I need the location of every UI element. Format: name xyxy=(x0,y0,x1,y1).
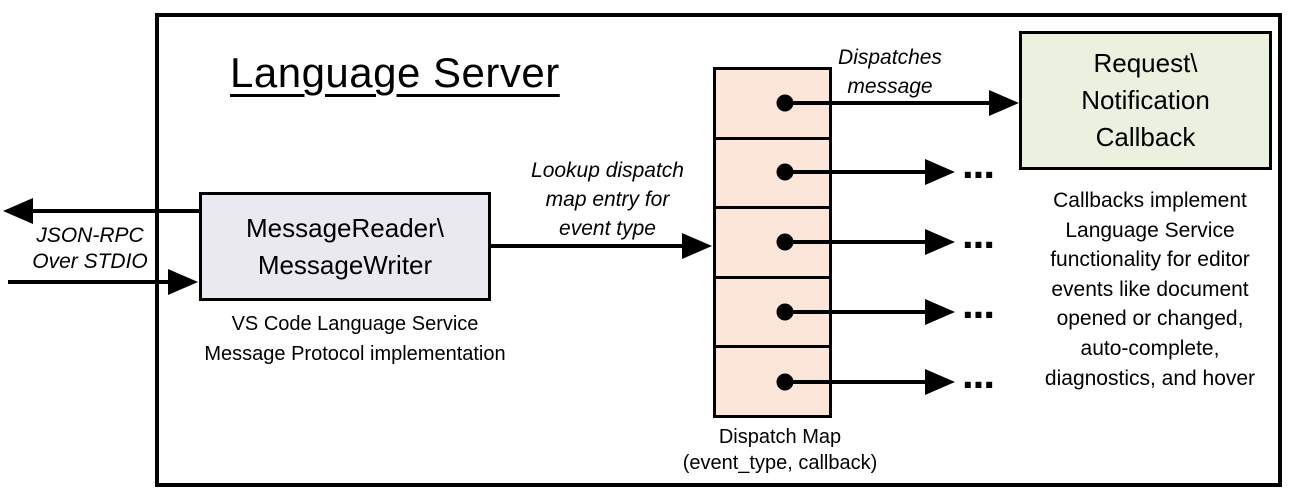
dispatch-map xyxy=(713,67,832,418)
dispatch-map-label: Dispatch Map (event_type, callback) xyxy=(682,426,878,475)
dispatch-map-cell xyxy=(716,209,829,279)
dispatch-map-cell xyxy=(716,348,829,415)
message-box-caption: VS Code Language Service Message Protoco… xyxy=(204,313,506,365)
ellipsis-text: ... xyxy=(962,140,995,187)
dispatch-map-cell xyxy=(716,279,829,349)
language-server-boundary xyxy=(155,13,1282,487)
dispatches-message-label: Dispatches message xyxy=(838,46,942,99)
request-notification-callback-box: Request\ Notification Callback xyxy=(1019,31,1272,170)
diagram-title: Language Server xyxy=(230,49,560,96)
dispatch-map-cell xyxy=(716,140,829,210)
ellipsis-text: ... xyxy=(962,210,995,257)
message-reader-writer-box: MessageReader\ MessageWriter xyxy=(199,192,491,301)
json-rpc-stdio-label: JSON-RPC Over STDIO xyxy=(32,224,148,273)
callbacks-description: Callbacks implement Language Service fun… xyxy=(1044,189,1256,390)
request-notification-callback-label: Request\ Notification Callback xyxy=(1081,48,1210,152)
message-reader-writer-label: MessageReader\ MessageWriter xyxy=(246,212,444,280)
dispatch-map-cell xyxy=(716,70,829,140)
ellipsis-text: ... xyxy=(962,280,995,327)
ellipsis-text: ... xyxy=(962,350,995,397)
lookup-dispatch-label: Lookup dispatch map entry for event type xyxy=(531,159,684,240)
